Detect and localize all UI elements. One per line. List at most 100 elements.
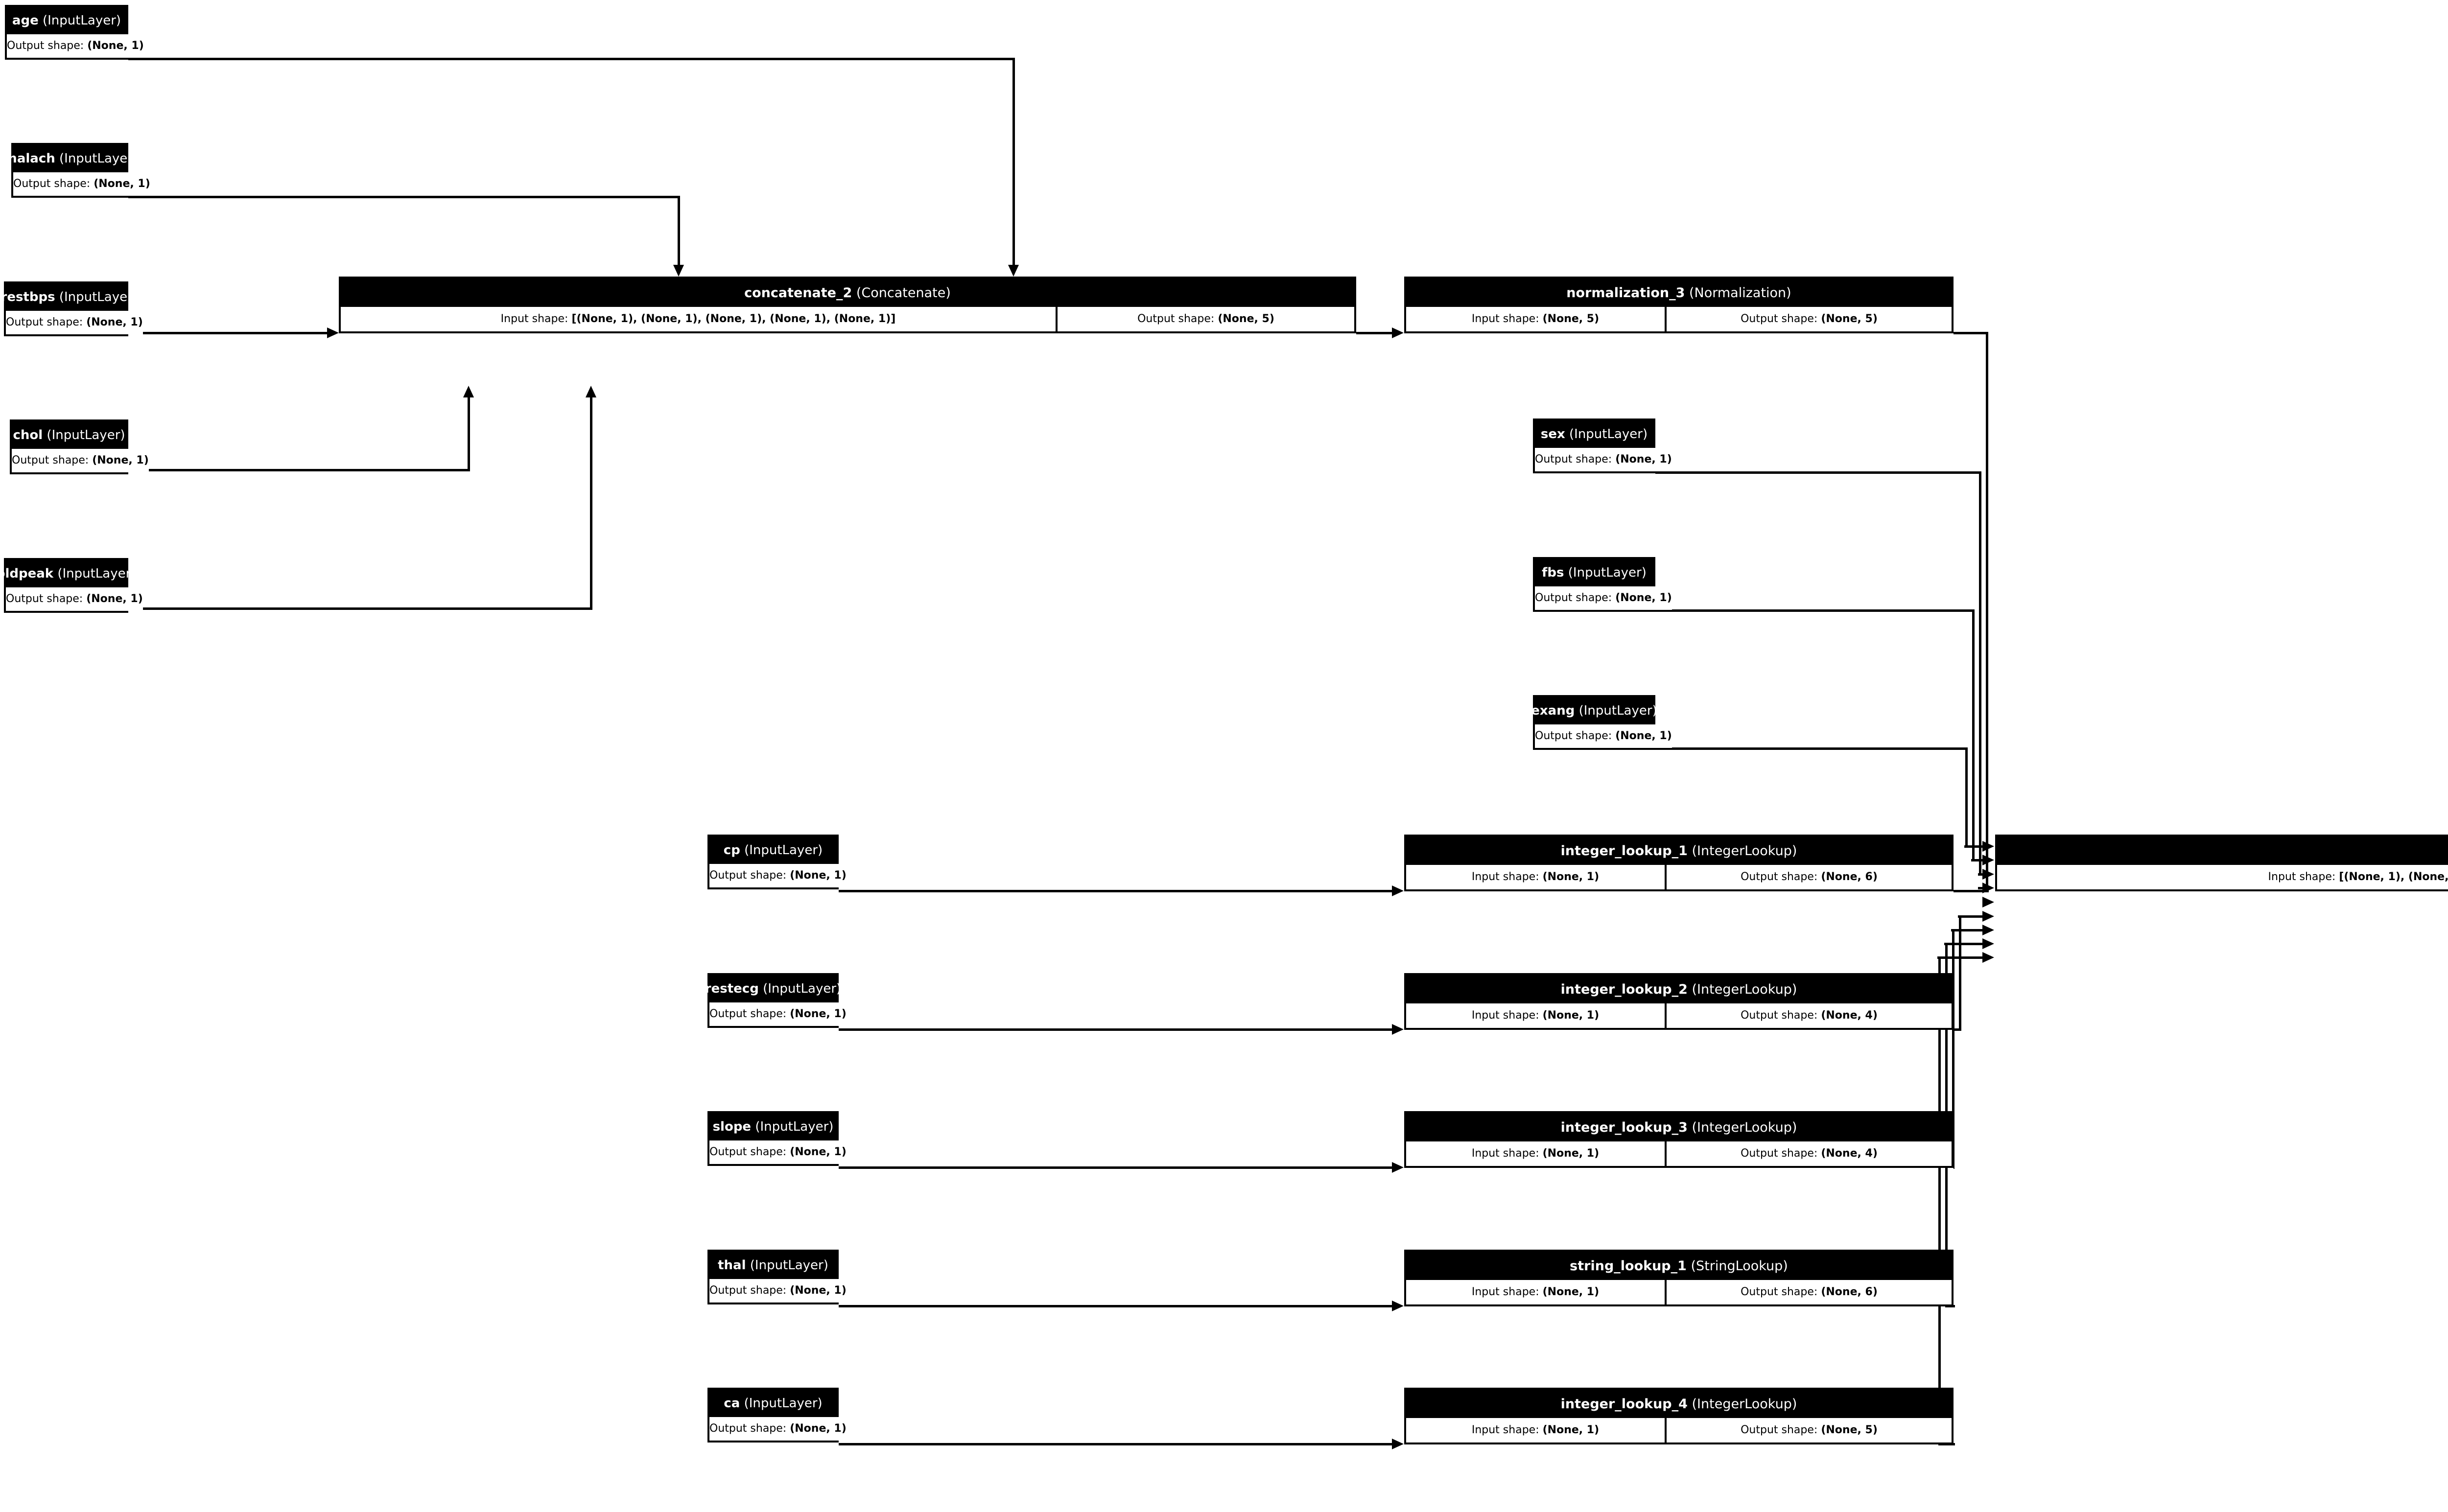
node-concatenate-2-input-value: [(None, 1), (None, 1), (None, 1), (None,… <box>571 313 896 325</box>
output-shape-label: Output shape: <box>1535 730 1612 742</box>
node-fbs-type: (InputLayer) <box>1568 565 1647 580</box>
node-integer-lookup-4-name: integer_lookup_4 <box>1560 1396 1688 1412</box>
node-sex-body: Output shape: (None, 1) <box>1535 448 1672 471</box>
node-integer-lookup-1-header: integer_lookup_1 (IntegerLookup) <box>1406 837 1952 865</box>
node-chol[interactable]: chol (InputLayer) Output shape: (None, 1… <box>10 419 149 474</box>
edge-concatenate2-to-normalization3-arrowhead <box>1392 327 1404 338</box>
node-cp-type: (InputLayer) <box>744 843 823 858</box>
node-slope[interactable]: slope (InputLayer) Output shape: (None, … <box>707 1111 847 1166</box>
edge-integerlookup2-to-concatenate3-horizontal <box>1954 1028 1961 1031</box>
output-shape-label: Output shape: <box>709 1146 787 1158</box>
node-sex[interactable]: sex (InputLayer) Output shape: (None, 1) <box>1533 419 1672 473</box>
edge-oldpeak-to-concatenate2-horizontal <box>128 607 592 610</box>
edge-exang-to-concatenate3-horizontal <box>1655 747 1968 750</box>
node-ca-output-value: (None, 1) <box>790 1422 847 1435</box>
node-exang-name: exang <box>1531 703 1575 718</box>
node-age-type: (InputLayer) <box>42 13 121 28</box>
node-thal-output-value: (None, 1) <box>790 1284 847 1297</box>
node-integer-lookup-1[interactable]: integer_lookup_1 (IntegerLookup) Input s… <box>1404 835 1954 891</box>
edge-fbs-to-concatenate3-arrowhead <box>1982 855 1994 865</box>
node-chol-output-value: (None, 1) <box>92 454 149 466</box>
node-ca-output-cell: Output shape: (None, 1) <box>709 1417 847 1441</box>
node-normalization-3-header: normalization_3 (Normalization) <box>1406 279 1952 307</box>
edge-exang-to-concatenate3-arrowhead <box>1982 841 1994 852</box>
edge-sex-to-concatenate3-horizontal <box>1655 471 1981 474</box>
node-integer-lookup-4-body: Input shape: (None, 1) Output shape: (No… <box>1406 1418 1952 1442</box>
node-integer-lookup-2-output-cell: Output shape: (None, 4) <box>1665 1003 1952 1028</box>
node-string-lookup-1[interactable]: string_lookup_1 (StringLookup) Input sha… <box>1404 1250 1954 1306</box>
input-shape-label: Input shape: <box>1471 1286 1539 1298</box>
node-age[interactable]: age (InputLayer) Output shape: (None, 1) <box>5 5 144 60</box>
edge-chol-to-concatenate2-arrowhead <box>463 386 474 397</box>
node-exang[interactable]: exang (InputLayer) Output shape: (None, … <box>1531 695 1672 750</box>
node-ca-type: (InputLayer) <box>744 1396 823 1411</box>
input-shape-label: Input shape: <box>1471 871 1539 883</box>
node-integer-lookup-4-input-cell: Input shape: (None, 1) <box>1406 1418 1665 1442</box>
node-normalization-3-input-value: (None, 5) <box>1542 313 1600 325</box>
output-shape-label: Output shape: <box>1741 871 1818 883</box>
output-shape-label: Output shape: <box>1741 313 1818 325</box>
node-thalach-output-cell: Output shape: (None, 1) <box>13 172 150 196</box>
node-oldpeak[interactable]: oldpeak (InputLayer) Output shape: (None… <box>0 558 143 613</box>
node-concatenate-2[interactable]: concatenate_2 (Concatenate) Input shape:… <box>339 277 1356 333</box>
node-thal-body: Output shape: (None, 1) <box>709 1279 847 1303</box>
node-fbs[interactable]: fbs (InputLayer) Output shape: (None, 1) <box>1533 557 1672 612</box>
node-integer-lookup-1-input-cell: Input shape: (None, 1) <box>1406 865 1665 889</box>
node-integer-lookup-3[interactable]: integer_lookup_3 (IntegerLookup) Input s… <box>1404 1111 1954 1168</box>
node-age-name: age <box>12 13 39 28</box>
node-integer-lookup-3-body: Input shape: (None, 1) Output shape: (No… <box>1406 1141 1952 1166</box>
node-concatenate-3[interactable]: concatenate_3 (Concatenate) Input shape:… <box>1995 835 2448 891</box>
node-normalization-3-output-cell: Output shape: (None, 5) <box>1665 307 1952 331</box>
edge-integerlookup1-to-concatenate3-horizontal <box>1954 890 1989 892</box>
node-ca[interactable]: ca (InputLayer) Output shape: (None, 1) <box>707 1388 847 1442</box>
node-concatenate-2-input-cell: Input shape: [(None, 1), (None, 1), (Non… <box>341 307 1056 331</box>
node-integer-lookup-3-name: integer_lookup_3 <box>1560 1119 1688 1135</box>
node-restecg[interactable]: restecg (InputLayer) Output shape: (None… <box>705 973 847 1028</box>
node-concatenate-2-output-value: (None, 5) <box>1218 313 1274 325</box>
node-integer-lookup-1-input-value: (None, 1) <box>1542 871 1600 883</box>
node-trestbps-output-cell: Output shape: (None, 1) <box>6 311 143 334</box>
edge-thalach-to-concatenate2-vertical <box>678 196 680 266</box>
node-integer-lookup-3-header: integer_lookup_3 (IntegerLookup) <box>1406 1113 1952 1141</box>
node-integer-lookup-4[interactable]: integer_lookup_4 (IntegerLookup) Input s… <box>1404 1388 1954 1444</box>
node-thalach[interactable]: thalach (InputLayer) Output shape: (None… <box>2 143 150 198</box>
node-cp[interactable]: cp (InputLayer) Output shape: (None, 1) <box>707 835 847 889</box>
node-integer-lookup-4-output-value: (None, 5) <box>1821 1424 1878 1436</box>
node-exang-body: Output shape: (None, 1) <box>1535 724 1672 748</box>
node-sex-header: sex (InputLayer) <box>1535 420 1653 448</box>
node-thal[interactable]: thal (InputLayer) Output shape: (None, 1… <box>707 1250 847 1304</box>
node-integer-lookup-4-input-value: (None, 1) <box>1542 1424 1600 1436</box>
edge-integerlookup4-to-concatenate3-vertical <box>1938 957 1941 1444</box>
node-normalization-3-type: (Normalization) <box>1689 285 1791 301</box>
node-fbs-body: Output shape: (None, 1) <box>1535 586 1672 610</box>
node-integer-lookup-2-input-value: (None, 1) <box>1542 1009 1600 1022</box>
node-oldpeak-output-cell: Output shape: (None, 1) <box>6 587 143 611</box>
node-integer-lookup-2[interactable]: integer_lookup_2 (IntegerLookup) Input s… <box>1404 973 1954 1030</box>
node-integer-lookup-3-input-value: (None, 1) <box>1542 1147 1600 1160</box>
node-string-lookup-1-input-value: (None, 1) <box>1542 1286 1600 1298</box>
node-exang-header: exang (InputLayer) <box>1531 697 1657 724</box>
edge-integerlookup4-to-concatenate3-entry <box>1937 956 1989 959</box>
input-shape-label: Input shape: <box>2268 871 2336 883</box>
node-thal-output-cell: Output shape: (None, 1) <box>709 1279 847 1303</box>
node-concatenate-2-name: concatenate_2 <box>744 285 852 301</box>
edge-thal-to-stringlookup1-arrowhead <box>1392 1301 1404 1311</box>
node-oldpeak-header: oldpeak (InputLayer) <box>0 560 136 587</box>
node-trestbps[interactable]: trestbps (InputLayer) Output shape: (Non… <box>0 281 143 336</box>
edge-ca-to-integerlookup4-arrowhead <box>1392 1439 1404 1449</box>
edge-trestbps-to-concatenate2-arrowhead <box>327 327 339 338</box>
node-integer-lookup-3-output-cell: Output shape: (None, 4) <box>1665 1141 1952 1166</box>
output-shape-label: Output shape: <box>13 178 91 190</box>
output-shape-label: Output shape: <box>1741 1009 1818 1022</box>
edge-age-to-concatenate2-horizontal <box>128 58 1015 60</box>
node-concatenate-2-header: concatenate_2 (Concatenate) <box>341 279 1354 307</box>
node-chol-output-cell: Output shape: (None, 1) <box>12 449 149 472</box>
node-normalization-3[interactable]: normalization_3 (Normalization) Input sh… <box>1404 277 1954 333</box>
node-cp-name: cp <box>723 843 740 858</box>
node-thalach-output-value: (None, 1) <box>94 178 150 190</box>
node-concatenate-2-body: Input shape: [(None, 1), (None, 1), (Non… <box>341 307 1354 331</box>
node-exang-type: (InputLayer) <box>1578 703 1657 718</box>
edge-thalach-to-concatenate2-arrowhead <box>673 265 684 277</box>
node-chol-type: (InputLayer) <box>47 428 125 442</box>
